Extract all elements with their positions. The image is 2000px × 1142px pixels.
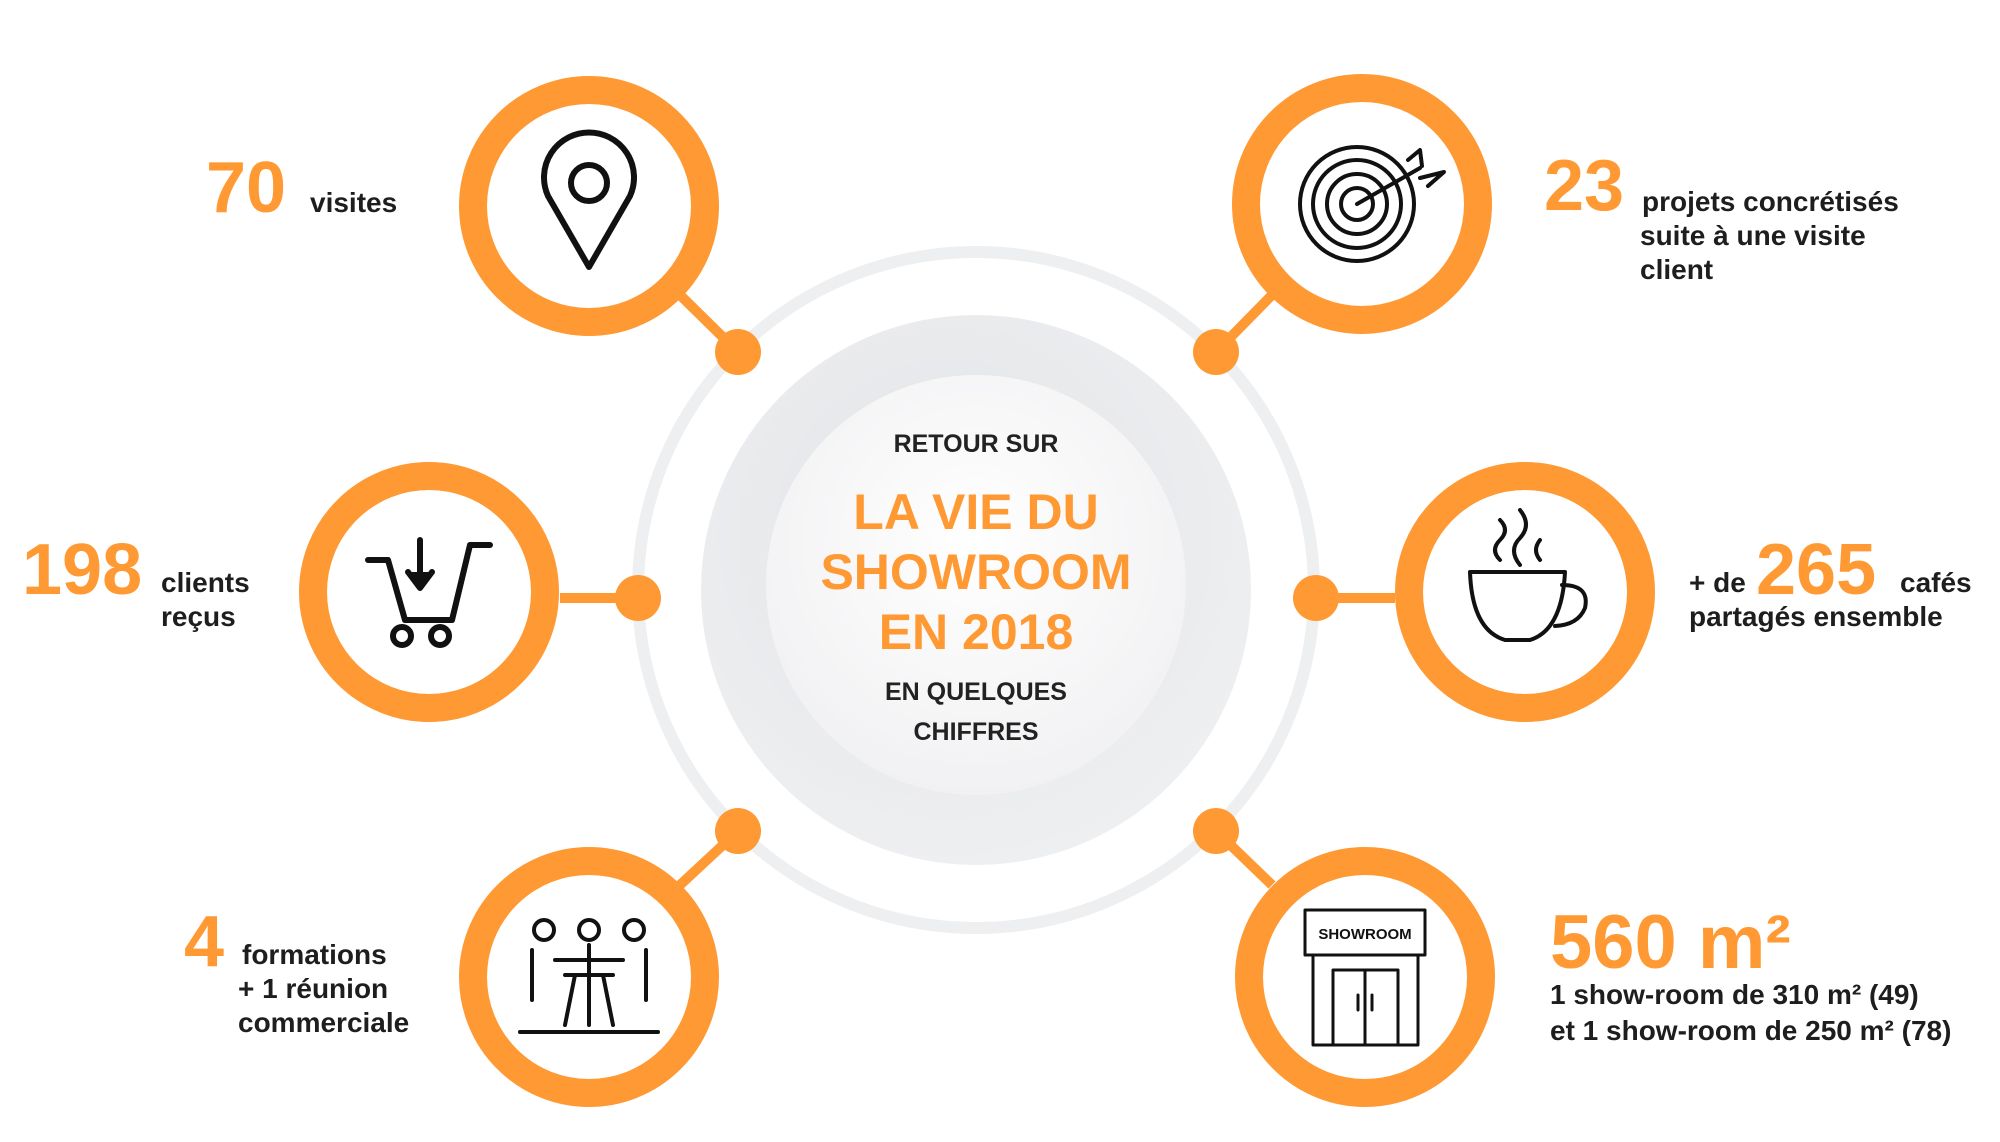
stat-projects-value: 23 (1544, 146, 1625, 226)
center-top-text: RETOUR SUR (893, 430, 1059, 458)
stat-trainings-label-2: + 1 réunion (238, 973, 389, 1004)
icon-ring-visits (459, 76, 719, 336)
stat-clients-label-1: clients (161, 567, 250, 598)
connector-dot (1193, 808, 1239, 854)
target-arrow-icon (1298, 145, 1446, 263)
stat-visits-label: visites (310, 187, 398, 218)
stat-visits-value: 70 (206, 148, 287, 228)
center-title-line-3: EN 2018 (878, 604, 1074, 660)
connector-dot (615, 575, 661, 621)
showroom-sign-text: SHOWROOM (1318, 926, 1411, 943)
connector-dot (1193, 329, 1239, 375)
stat-coffees-value: 265 (1756, 530, 1877, 610)
stat-clients-value: 198 (22, 530, 143, 610)
icon-ring-coffees (1395, 462, 1655, 722)
connector-dot (1293, 575, 1339, 621)
icon-ring-clients (299, 462, 559, 722)
stat-coffees-label: cafés (1900, 567, 1972, 598)
center-title-line-1: LA VIE DU (853, 484, 1099, 540)
stat-trainings-label-3: commerciale (238, 1007, 410, 1038)
center-bottom-line-1: EN QUELQUES (885, 678, 1067, 706)
stat-coffees-label-2: partagés ensemble (1689, 601, 1943, 632)
connector-dot (715, 329, 761, 375)
stat-coffees-prefix: + de (1689, 567, 1746, 598)
stat-trainings-label-1: formations (242, 939, 387, 970)
stat-showroom-label-2: et 1 show-room de 250 m² (78) (1550, 1015, 1952, 1046)
stat-projects-label-3: client (1640, 254, 1714, 285)
meeting-table-icon (518, 918, 660, 1034)
center-inner-disk (766, 375, 1186, 795)
showroom-building-icon (1303, 908, 1427, 1047)
stat-trainings-value: 4 (184, 902, 225, 982)
shopping-cart-icon (365, 537, 493, 648)
stat-showroom-value: 560 m² (1550, 900, 1791, 985)
icon-ring-projects (1232, 74, 1492, 334)
center-bottom-line-2: CHIFFRES (913, 718, 1039, 746)
stat-projects-label-1: projets concrétisés (1642, 186, 1899, 217)
coffee-cup-icon (1468, 508, 1588, 642)
center-title-line-2: SHOWROOM (820, 544, 1132, 600)
stat-clients-label-2: reçus (161, 601, 236, 632)
stat-showroom-label-1: 1 show-room de 310 m² (49) (1550, 979, 1919, 1010)
stat-projects-label-2: suite à une visite (1640, 220, 1866, 251)
connector-dot (715, 808, 761, 854)
map-pin-icon (541, 129, 637, 270)
